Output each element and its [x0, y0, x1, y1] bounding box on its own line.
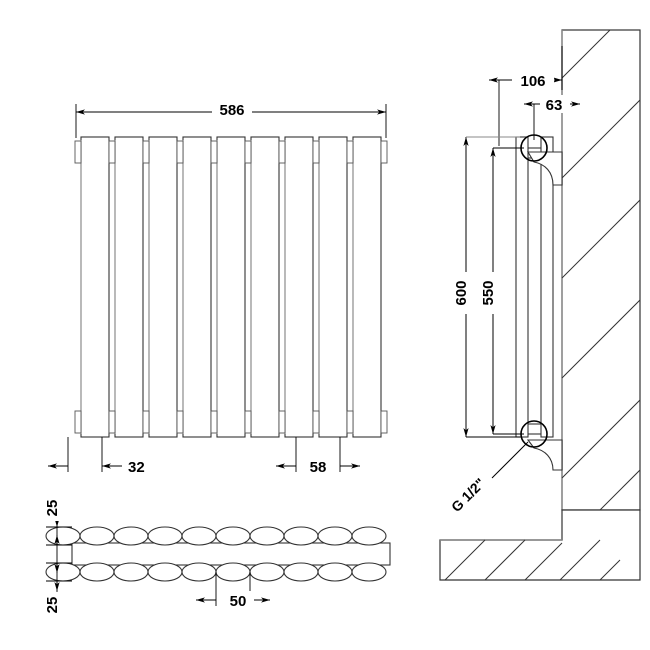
wall-hatching — [561, 29, 641, 511]
front-panel — [244, 136, 280, 438]
leader-line-thread — [491, 441, 529, 479]
side-tube-rear — [540, 136, 554, 438]
dimension-overall-width: 586 — [75, 101, 387, 138]
dim-text-mask-586 — [212, 101, 252, 119]
dim-label-586: 586 — [219, 102, 244, 119]
plan-tube — [45, 526, 81, 546]
dim-text-mask-25-bottom — [48, 592, 66, 618]
radiator-front-body — [74, 136, 388, 438]
panel-top-bracket-right — [380, 140, 388, 164]
plan-tube — [317, 562, 353, 582]
floor-section — [439, 509, 641, 581]
wall-section — [561, 29, 641, 511]
plan-tube — [215, 526, 251, 546]
dim-label-32: 32 — [128, 459, 145, 476]
dim-text-mask-106 — [512, 71, 554, 89]
dimension-end-offset: 32 — [48, 437, 145, 476]
panel-top-bracket — [74, 140, 82, 164]
dim-label-58: 58 — [310, 459, 327, 476]
front-panel — [108, 136, 144, 438]
plan-tube — [113, 562, 149, 582]
front-panel — [346, 136, 382, 438]
plan-tube — [351, 526, 387, 546]
front-panel — [74, 136, 110, 438]
dim-text-mask-50 — [222, 591, 254, 609]
dim-label-600: 600 — [453, 280, 470, 305]
wall-body — [561, 29, 641, 511]
dimension-wall-to-valve: 63 — [524, 95, 580, 140]
dim-label-50: 50 — [230, 593, 247, 610]
dim-text-mask-25-top — [48, 495, 66, 521]
dimension-overall-height: 600 — [453, 136, 520, 438]
dimension-wall-to-front: 106 — [489, 46, 563, 146]
panel-bottom-bracket — [74, 410, 82, 434]
dim-text-mask-550 — [484, 272, 502, 314]
plan-tube — [249, 526, 285, 546]
plan-tube — [79, 562, 115, 582]
plan-tube — [147, 562, 183, 582]
dim-label-25-bottom: 25 — [44, 597, 61, 614]
dim-text-mask-63 — [540, 95, 570, 113]
dimension-depth-stack: 25 25 — [44, 495, 72, 618]
front-panel-end — [380, 140, 388, 434]
plan-tube — [45, 562, 81, 582]
wall-bracket-bottom — [526, 439, 563, 471]
dim-label-550: 550 — [480, 280, 497, 305]
floor-hatching — [444, 539, 621, 581]
plan-tube — [283, 562, 319, 582]
front-panel — [142, 136, 178, 438]
dim-text-mask-600 — [457, 272, 475, 314]
radiator-side-profile — [515, 134, 563, 471]
front-panel — [210, 136, 246, 438]
plan-tube — [215, 562, 251, 582]
dim-label-106: 106 — [520, 73, 545, 90]
dim-label-25-top: 25 — [44, 500, 61, 517]
front-panel — [278, 136, 314, 438]
dimension-tube-pitch: 50 — [196, 572, 270, 610]
plan-section-view: 25 25 50 — [44, 495, 391, 618]
plan-tube — [147, 526, 183, 546]
plan-tube — [249, 562, 285, 582]
callout-valve-thread: G 1/2" — [448, 441, 529, 515]
front-panel — [312, 136, 348, 438]
dimension-centre-height: 550 — [480, 147, 524, 435]
plan-tube-row-top — [45, 526, 387, 546]
plan-tube — [181, 526, 217, 546]
plan-tube — [113, 526, 149, 546]
plan-body-bar — [71, 542, 391, 566]
dimension-panel-pitch: 58 — [276, 437, 360, 476]
dim-text-mask-58 — [302, 457, 334, 475]
side-tube-front — [515, 136, 529, 438]
dim-label-63: 63 — [546, 97, 563, 114]
panel-bottom-bracket-right — [380, 410, 388, 434]
plan-tube — [317, 526, 353, 546]
plan-tube — [351, 562, 387, 582]
plan-tube — [181, 562, 217, 582]
plan-tube-row-bottom — [45, 562, 387, 582]
plan-tube — [283, 526, 319, 546]
dim-label-thread: G 1/2" — [448, 475, 488, 515]
front-panel — [176, 136, 212, 438]
plan-tube — [79, 526, 115, 546]
side-section-view: 106 63 600 — [439, 29, 641, 581]
front-elevation-view: 586 — [48, 101, 388, 476]
